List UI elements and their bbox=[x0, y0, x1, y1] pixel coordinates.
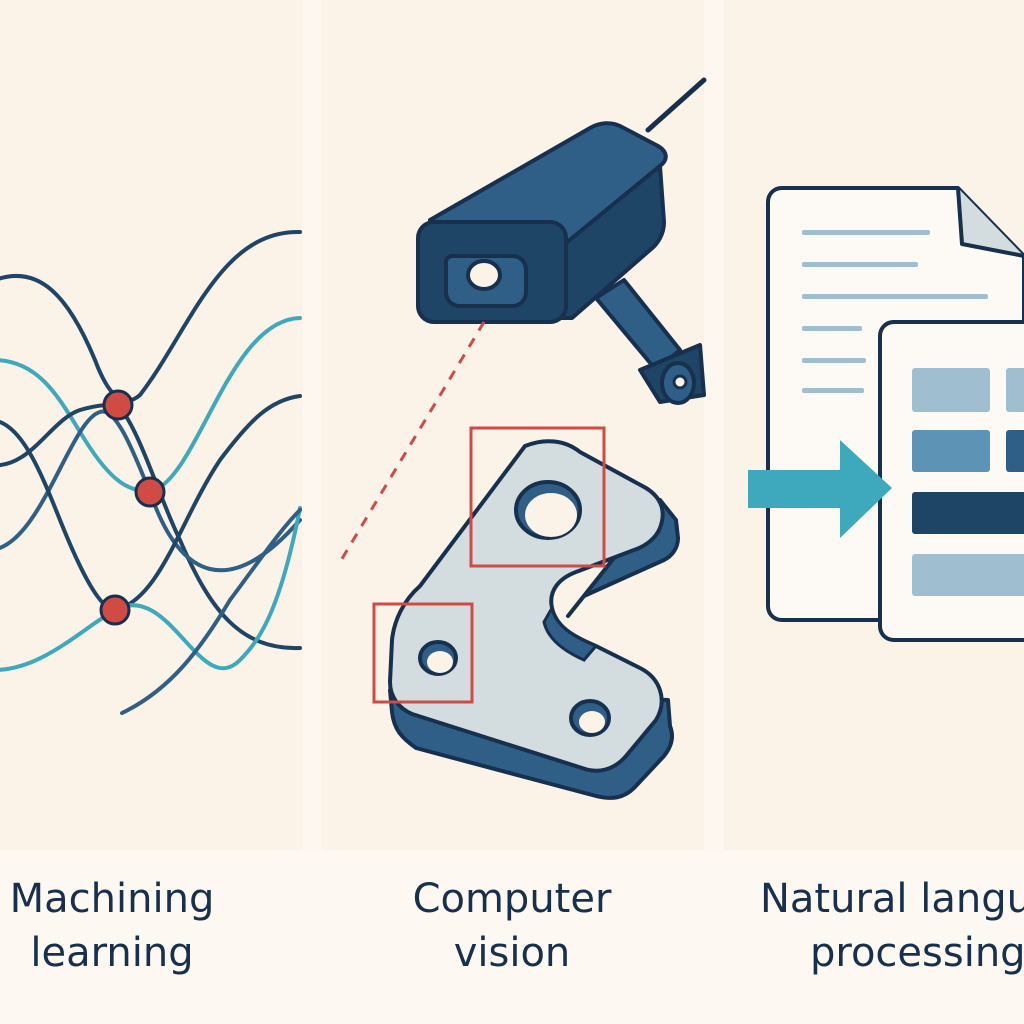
caption-computer-vision: Computer vision bbox=[380, 872, 644, 980]
camera-lens bbox=[466, 259, 502, 291]
text-line bbox=[802, 388, 864, 393]
curve-blue-1 bbox=[0, 402, 302, 651]
document-corner-fold bbox=[956, 187, 1024, 258]
caption-line: Computer bbox=[412, 876, 612, 922]
text-line bbox=[802, 262, 918, 267]
curve-teal-2 bbox=[0, 506, 302, 672]
panel-divider bbox=[704, 0, 724, 850]
curve-navy-1 bbox=[0, 229, 302, 403]
caption-natural-language-processing: Natural langu processing bbox=[760, 872, 1024, 980]
text-line bbox=[802, 230, 930, 235]
part-notch bbox=[542, 603, 599, 662]
caption-band bbox=[0, 850, 1024, 1024]
curve-blue-3 bbox=[120, 508, 302, 715]
text-line bbox=[802, 294, 988, 299]
structured-row bbox=[912, 554, 1024, 596]
structured-cell bbox=[1006, 368, 1024, 412]
panel-divider bbox=[302, 0, 322, 850]
caption-line: Natural langu bbox=[760, 876, 1024, 922]
structured-cell bbox=[912, 368, 990, 412]
node-dot bbox=[102, 389, 134, 421]
caption-line: learning bbox=[30, 930, 194, 976]
text-line bbox=[802, 358, 866, 363]
caption-line: vision bbox=[453, 930, 571, 976]
structured-cell bbox=[912, 430, 990, 472]
caption-line: Machining bbox=[9, 876, 215, 922]
detection-box bbox=[372, 602, 474, 704]
node-dot bbox=[134, 476, 166, 508]
documents-icon bbox=[748, 186, 1024, 642]
camera-icon bbox=[416, 77, 707, 405]
caption-line: processing bbox=[810, 930, 1024, 976]
machined-part-icon bbox=[372, 426, 680, 800]
detection-box bbox=[469, 426, 606, 568]
neural-network-curves-icon bbox=[0, 229, 302, 715]
structured-row bbox=[912, 492, 1024, 534]
caption-machine-learning: Machining learning bbox=[0, 872, 224, 980]
text-line bbox=[802, 326, 862, 331]
structured-cell bbox=[1006, 430, 1024, 472]
camera-body-side bbox=[558, 164, 666, 320]
camera-view-line bbox=[338, 321, 486, 563]
camera-cable bbox=[645, 77, 707, 133]
node-dot bbox=[99, 594, 131, 626]
arrow-right-icon bbox=[748, 440, 892, 538]
illustration-artwork bbox=[0, 77, 1024, 800]
camera-arm bbox=[594, 278, 682, 372]
